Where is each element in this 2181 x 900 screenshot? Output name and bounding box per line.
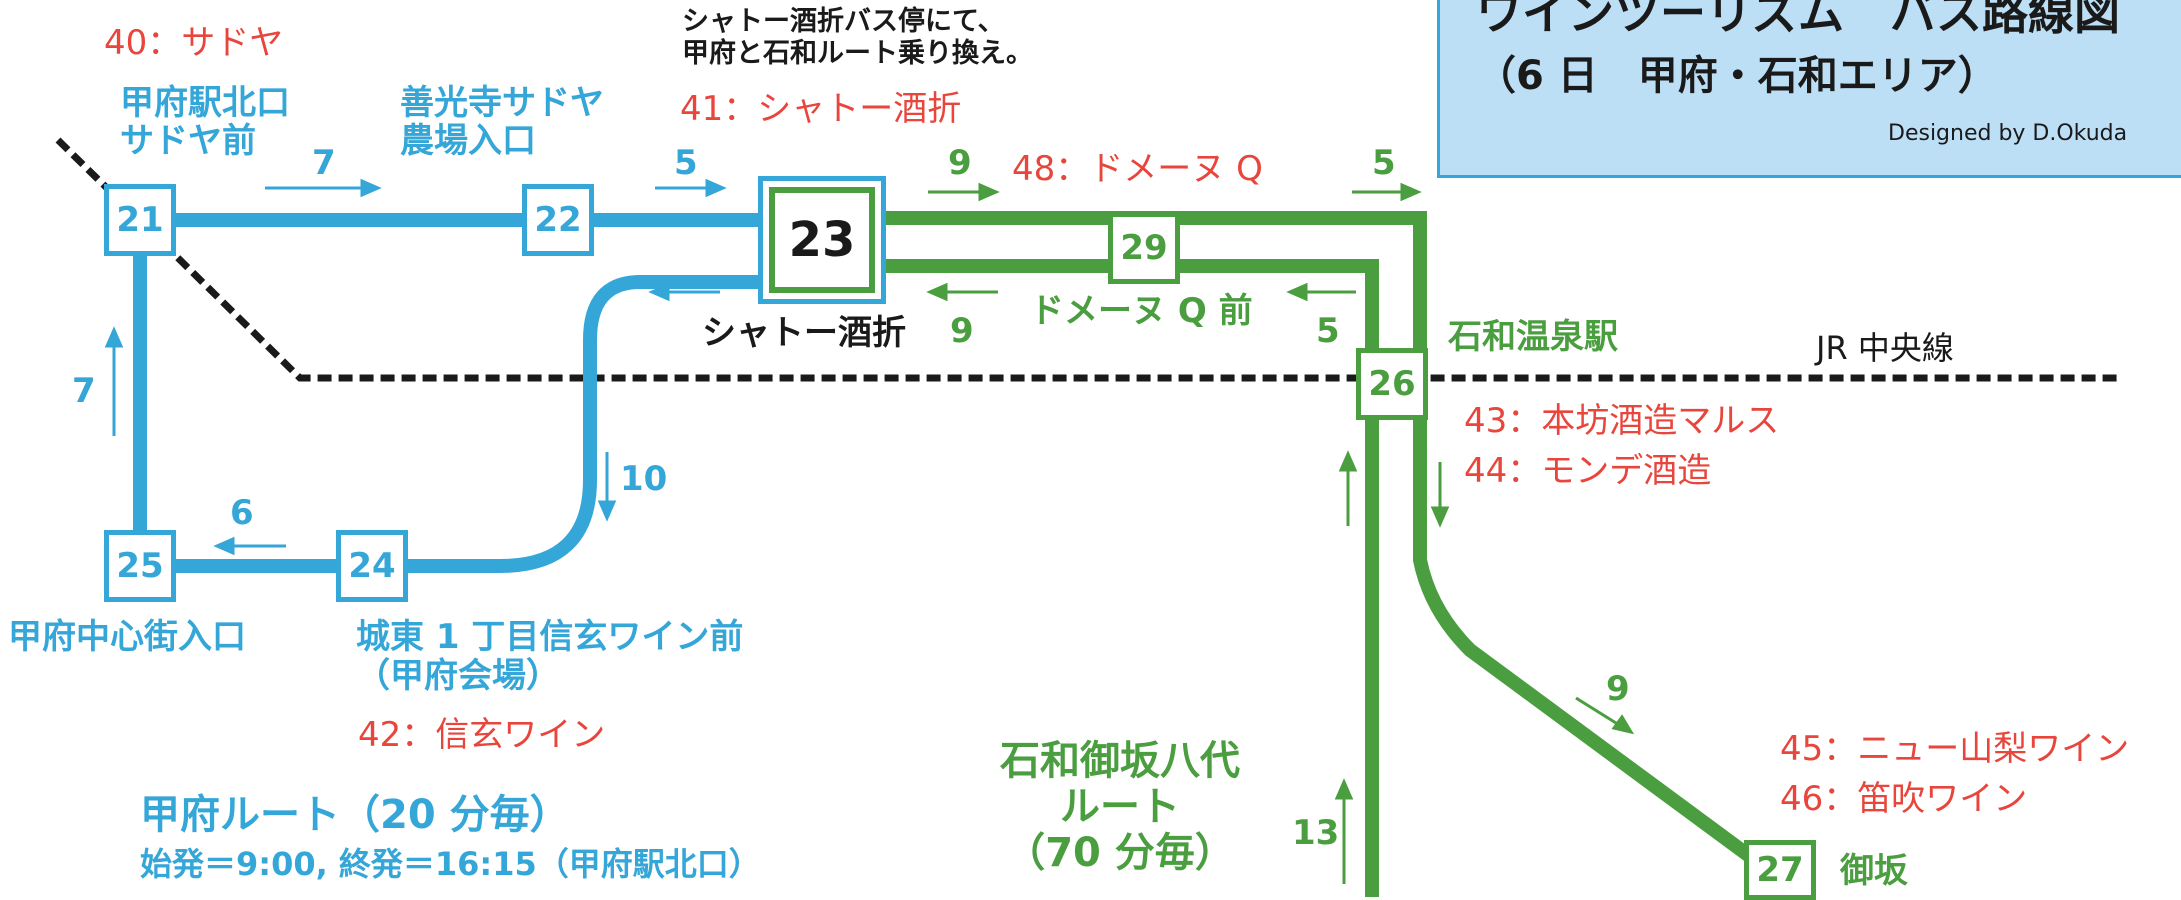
winery-46: 46：笛吹ワイン: [1780, 779, 2028, 819]
time-26-misaka: 9: [1606, 669, 1630, 709]
time-29-23: 9: [950, 311, 974, 351]
stop-name-joto: 城東 1 丁目信玄ワイン前 （甲府会場）: [356, 617, 744, 697]
stop-name-isawa-station: 石和温泉駅: [1448, 317, 1618, 357]
isawa-route-outer: [880, 211, 1757, 864]
credit: Designed by D.Okuda: [1888, 121, 2128, 146]
stop-name-kofu-center: 甲府中心街入口: [8, 617, 246, 657]
title-box: ワインツーリズム バス路線図 （6 日 甲府・石和エリア） Designed b…: [1437, 0, 2181, 178]
stop-26[interactable]: 26: [1356, 348, 1428, 420]
isawa-route-title: 石和御坂八代 ルート （70 分毎）: [1000, 738, 1240, 876]
time-22-23: 5: [674, 143, 698, 183]
isawa-route-inner: [880, 259, 1379, 897]
stop-24[interactable]: 24: [336, 530, 408, 602]
winery-43: 43：本坊酒造マルス: [1464, 401, 1780, 441]
time-24-25: 6: [230, 493, 254, 533]
time-23-24: 10: [620, 459, 668, 499]
time-26-29: 5: [1316, 311, 1340, 351]
time-south-up: 13: [1292, 813, 1340, 853]
stop-name-domaine-q: ドメーヌ Q 前: [1030, 291, 1253, 331]
time-25-21: 7: [72, 371, 96, 411]
winery-45: 45：ニュー山梨ワイン: [1780, 729, 2130, 769]
winery-42: 42：信玄ワイン: [358, 715, 606, 755]
map-subtitle: （6 日 甲府・石和エリア）: [1476, 53, 1998, 99]
stop-name-kofu-north: 甲府駅北口 サドヤ前: [120, 83, 290, 162]
map-title: ワインツーリズム バス路線図: [1476, 0, 2120, 40]
kofu-route-title: 甲府ルート（20 分毎）: [140, 792, 570, 838]
time-21-22: 7: [312, 143, 336, 183]
kofu-route-times: 始発＝9:00, 終発＝16:15（甲府駅北口）: [140, 845, 761, 883]
winery-44: 44：モンデ酒造: [1464, 451, 1712, 491]
stop-29[interactable]: 29: [1108, 212, 1180, 284]
stop-21[interactable]: 21: [104, 184, 176, 256]
stop-23-number: 23: [769, 187, 875, 293]
stop-25[interactable]: 25: [104, 530, 176, 602]
stop-name-zenkoji: 善光寺サドヤ 農場入口: [400, 83, 604, 162]
time-29-26: 5: [1372, 143, 1396, 183]
winery-40: 40：サドヤ: [104, 23, 284, 63]
stop-22[interactable]: 22: [522, 184, 594, 256]
winery-41: 41：シャトー酒折: [680, 89, 962, 129]
transfer-note: シャトー酒折バス停にて、 甲府と石和ルート乗り換え。: [682, 6, 1033, 70]
winery-48: 48：ドメーヌ Q: [1012, 149, 1263, 189]
stop-27[interactable]: 27: [1744, 840, 1816, 900]
rail-label: JR 中央線: [1816, 329, 1954, 367]
stop-23[interactable]: 23: [758, 176, 886, 304]
kofu-route-loop: [133, 220, 812, 573]
time-23-29: 9: [948, 143, 972, 183]
stop-name-misaka: 御坂: [1840, 851, 1908, 891]
stop-name-chateau: シャトー酒折: [702, 313, 906, 353]
